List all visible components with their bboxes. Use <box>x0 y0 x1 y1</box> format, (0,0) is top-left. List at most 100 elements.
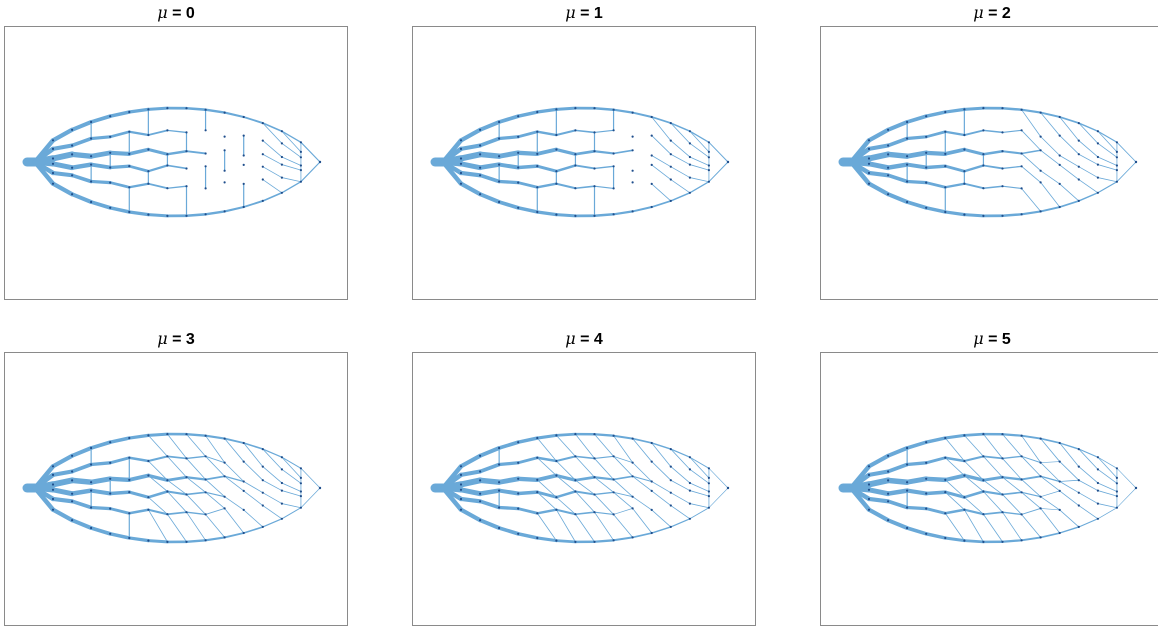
vein-node <box>574 455 576 457</box>
vein-edge <box>461 145 480 148</box>
vein-node <box>224 181 226 183</box>
vein-node <box>517 152 519 154</box>
vein-node <box>868 483 870 485</box>
vein-edge <box>53 499 72 501</box>
vein-edge <box>110 438 129 442</box>
vein-edge <box>148 184 167 189</box>
vein-node <box>498 490 500 492</box>
vein-edge <box>1022 508 1041 514</box>
loop-edge <box>690 178 709 182</box>
vein-node <box>243 480 245 482</box>
vein-edge <box>461 490 480 494</box>
vein-edge <box>206 211 225 214</box>
vein-edge <box>518 208 537 212</box>
vein-edge <box>964 130 983 135</box>
vein-node <box>498 463 500 465</box>
loop-edge <box>244 491 263 506</box>
vein-node <box>147 434 149 436</box>
vein-node <box>71 470 73 472</box>
vein-edge <box>575 186 594 188</box>
vein-node <box>963 474 965 476</box>
vein-node <box>517 533 519 535</box>
vein-node <box>224 475 226 477</box>
vein-node <box>205 455 207 457</box>
vein-node <box>574 129 576 131</box>
vein-node <box>1040 136 1042 138</box>
vein-node <box>90 137 92 139</box>
loop-edge <box>282 457 301 478</box>
vein-edge <box>480 480 499 482</box>
vein-edge <box>926 479 945 480</box>
vein-edge <box>595 166 614 168</box>
vein-edge <box>575 151 594 154</box>
vein-edge <box>225 113 244 117</box>
vein-edge <box>91 153 110 156</box>
loop-edge <box>1022 166 1041 182</box>
vein-node <box>670 122 672 124</box>
vein-node <box>1021 435 1023 437</box>
vein-edge <box>206 508 225 514</box>
vein-node <box>262 526 264 528</box>
loop-edge <box>1079 154 1098 164</box>
vein-node <box>281 164 283 166</box>
loop-edge <box>1079 493 1098 504</box>
vein-node <box>632 149 634 151</box>
vein-node <box>1097 177 1099 179</box>
vein-node <box>517 166 519 168</box>
vein-edge <box>480 122 499 130</box>
vein-node <box>498 137 500 139</box>
loop-edge <box>614 514 633 537</box>
vein-edge <box>907 202 926 208</box>
plot-frame <box>412 352 756 626</box>
vein-node <box>109 166 111 168</box>
vein-edge <box>926 492 945 493</box>
loop-edge <box>690 157 709 165</box>
vein-edge <box>480 165 499 168</box>
vein-node <box>90 164 92 166</box>
vein-node <box>262 140 264 142</box>
loop-edge <box>263 480 282 490</box>
vein-edge <box>480 139 499 146</box>
vein-node <box>479 153 481 155</box>
vein-node <box>224 438 226 440</box>
vein-node <box>1059 116 1061 118</box>
vein-node <box>281 518 283 520</box>
vein-node <box>1059 164 1061 166</box>
vein-node <box>1021 187 1023 189</box>
vein-edge <box>480 154 499 156</box>
vein-node <box>90 121 92 123</box>
vein-edge <box>148 434 167 435</box>
vein-node <box>906 463 908 465</box>
vein-edge <box>499 491 518 494</box>
vein-node <box>963 170 965 172</box>
vein-edge <box>537 184 556 188</box>
vein-node <box>243 154 245 156</box>
vein-node <box>243 206 245 208</box>
vein-edge <box>282 131 301 142</box>
vein-node <box>224 112 226 114</box>
vein-edge <box>907 442 926 448</box>
vein-node <box>574 541 576 543</box>
vein-edge <box>1003 512 1022 514</box>
vein-node <box>1116 141 1118 143</box>
vein-node <box>632 475 634 477</box>
vein-node <box>1097 468 1099 470</box>
loop-edge <box>1060 510 1079 527</box>
vein-node <box>1021 213 1023 215</box>
vein-node <box>90 527 92 529</box>
vein-edge <box>945 476 964 480</box>
loop-edge <box>1098 483 1117 491</box>
vein-edge <box>518 458 537 463</box>
vein-node <box>1116 181 1118 183</box>
loop-edge <box>614 436 633 463</box>
vein-node <box>1001 150 1003 152</box>
vein-node <box>128 211 130 213</box>
vein-edge <box>72 520 91 528</box>
vein-node <box>925 166 927 168</box>
loop-edge <box>1060 155 1079 166</box>
vein-node <box>982 187 984 189</box>
vein-edge <box>53 145 72 148</box>
vein-edge <box>187 456 206 458</box>
vein-node <box>963 460 965 462</box>
vein-node <box>166 129 168 131</box>
